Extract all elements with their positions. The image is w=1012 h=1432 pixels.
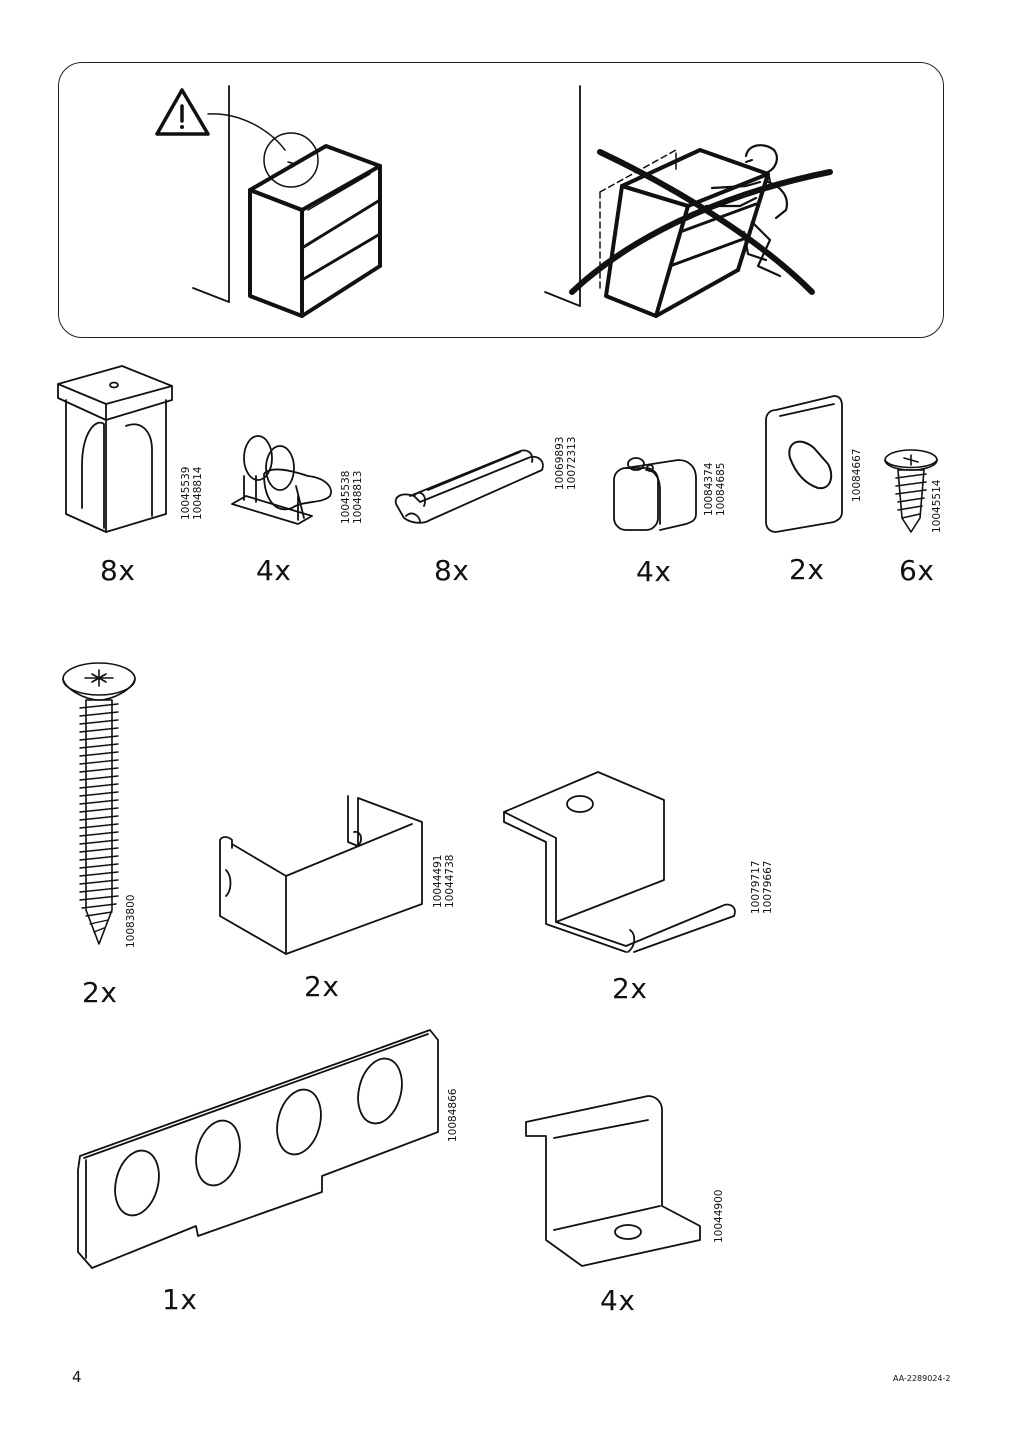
code-long-screw: 10083800 — [125, 894, 137, 948]
code-hole-plate: 10084866 — [447, 1088, 459, 1142]
code-adhesive-pad: 10084667 — [851, 448, 863, 502]
z-bracket-large-icon — [503, 771, 736, 953]
door-damper-icon — [613, 457, 697, 531]
qty-cam-block: 8x — [100, 554, 136, 587]
qty-door-damper: 4x — [636, 555, 672, 588]
qty-u-bracket: 2x — [304, 970, 340, 1003]
z-bracket-small-icon — [525, 1095, 701, 1267]
drawer-runner-wheel-icon — [231, 435, 332, 525]
shelf-tipping-illustration — [544, 85, 833, 318]
u-bracket-icon — [219, 795, 423, 955]
qty-z-bracket-small: 4x — [600, 1284, 636, 1317]
qty-hole-plate: 1x — [162, 1283, 198, 1316]
hole-plate-icon — [77, 1029, 439, 1269]
short-screw-icon — [884, 449, 938, 533]
cam-block-icon — [57, 365, 173, 533]
qty-long-screw: 2x — [82, 976, 118, 1009]
qty-z-bracket-large: 2x — [612, 972, 648, 1005]
qty-drawer-runner-wheel: 4x — [256, 554, 292, 587]
rail-clip-icon — [394, 449, 544, 524]
long-screw-icon — [62, 662, 136, 945]
qty-rail-clip: 8x — [434, 554, 470, 587]
shelf-anchored-illustration — [192, 85, 382, 318]
qty-adhesive-pad: 2x — [789, 553, 825, 586]
adhesive-pad-icon — [765, 395, 843, 533]
warning-icon — [155, 88, 286, 151]
document-id: AA-2289024-2 — [893, 1374, 951, 1383]
code-short-screw: 10045514 — [931, 479, 943, 533]
code-z-bracket-small: 10044900 — [713, 1189, 725, 1243]
qty-short-screw: 6x — [899, 554, 935, 587]
page-number: 4 — [72, 1368, 82, 1386]
warning-panel — [58, 62, 944, 338]
